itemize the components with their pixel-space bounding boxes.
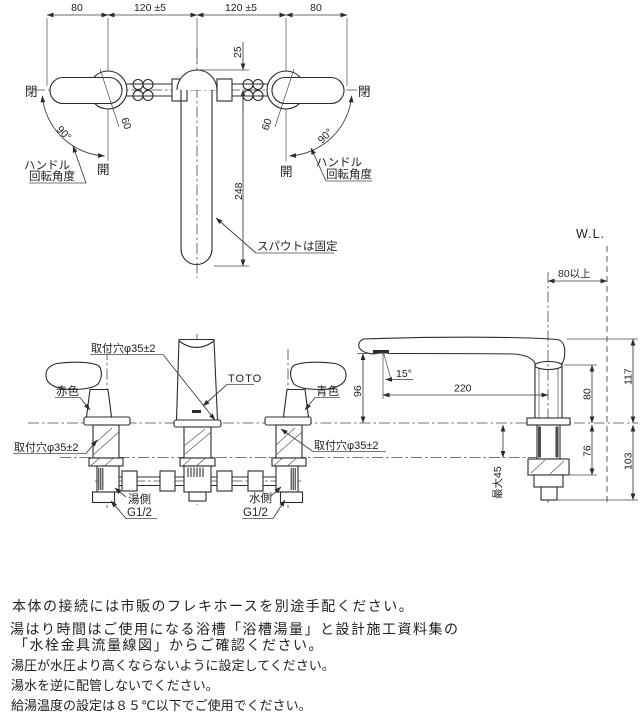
front-view: 取付穴φ35±2 TOTO 赤色 青色 取付穴φ35±2 取付穴φ35±2 [13,334,638,519]
hot-supply-label: 湯側 [128,493,151,506]
note-line-5: 湯水を逆に配管しないでください。 [11,678,219,693]
note-line-3: 「水栓金具流量線図」からご確認ください。 [14,637,324,653]
reach-dim: 220 [382,353,549,399]
note-line-2: 湯はり時間はご使用になる浴槽「浴槽湯量」と設計施工資料集の [10,621,460,637]
under-76-dim [570,424,597,476]
open-label-left: 開 [97,163,110,177]
mount-hole-note-right: 取付穴φ35±2 [280,428,386,452]
spout-fixed-note: スパウトは固定 [215,217,338,254]
dim-248: 248 [233,182,245,200]
left-rotation-arc [40,95,105,158]
toto-logo-mark [192,410,201,413]
right-handle-top [266,68,345,128]
under-103-dim [558,424,638,501]
brand-note: TOTO [202,373,262,407]
mount-hole-note-left: 取付穴φ35±2 [13,439,98,454]
spout-side-profile [358,336,571,501]
right-rotation-arc [289,95,354,158]
hot-color-label: 赤色 [56,384,79,398]
angle-90-left: 90° [54,124,74,144]
dim-248-group [214,90,249,267]
spout-fixed-label: スパウトは固定 [257,239,338,253]
note-line-6: 給湯温度の設定は８５℃以下でご使用でください。 [11,698,312,713]
closed-label-left: 閉 [25,85,38,99]
dim-25: 25 [232,46,244,58]
spout-top [176,69,218,265]
dim-80min: 80以上 [558,268,591,280]
rotation-note-right: ハンドル 回転角度 [310,147,372,182]
rotation-note-right-line1: ハンドル [316,157,362,169]
dim-max45: 最大45 [491,466,504,499]
brand-label: TOTO [228,373,262,385]
cold-handle-front [264,361,347,504]
note-line-1: 本体の接続には市販のフレキホースを別途手配ください。 [12,598,414,614]
hot-color-note: 赤色 [55,384,91,411]
dim-76: 76 [582,445,594,457]
cold-supply-note: 水側 G1/2 [242,486,286,519]
water-level-label: W.L. [576,227,605,241]
dim-15deg: 15° [396,368,412,380]
hot-thread-label: G1/2 [127,507,152,519]
dim-60-right: 60 [260,117,275,132]
supply-hoses [118,470,277,492]
cold-supply-label: 水側 [249,492,272,505]
cold-color-label: 青色 [316,384,339,398]
dim-60-left: 60 [118,116,133,131]
dim-80-right: 80 [310,2,322,14]
rotation-note-left: ハンドル 回転角度 [24,145,87,184]
dim-96: 96 [352,385,364,397]
closed-label-right: 閉 [358,85,371,99]
mount-hole-label-left: 取付穴φ35±2 [14,440,79,454]
cold-color-note: 青色 [304,384,340,411]
mount-hole-label-right: 取付穴φ35±2 [314,438,379,452]
mount-hole-note-top: 取付穴φ35±2 [90,341,216,421]
side-view: W.L. 80以上 [352,227,638,505]
clearance-dim: 80以上 [547,268,608,284]
hot-supply-note: 湯側 G1/2 [110,487,157,519]
dim-117: 117 [623,368,635,385]
dim-103: 103 [623,452,635,470]
dim-80-left: 80 [71,2,83,14]
spout-angle-note: 15° [382,350,413,382]
height-117-dim [567,338,638,424]
height-80-dim [564,364,597,424]
rotation-note-right-line2: 回転角度 [326,167,372,181]
top-view: 80 120 ±5 120 ±5 80 [24,2,372,278]
dim-120-left: 120 ±5 [134,2,166,14]
spout-front [173,338,222,502]
angle-90-right: 90° [316,126,336,146]
aerator [373,350,389,354]
height-96-dim [357,353,379,424]
rotation-note-left-line1: ハンドル [24,160,70,172]
left-handle-top [49,68,128,128]
mount-hole-label-top: 取付穴φ35±2 [91,341,156,355]
dim-220: 220 [454,383,472,395]
dim-80-base: 80 [582,388,594,400]
hot-handle-front [45,361,131,504]
dim-120-right: 120 ±5 [225,2,257,14]
notes: 本体の接続には市販のフレキホースを別途手配ください。 湯はり時間はご使用になる浴… [10,598,460,713]
cold-thread-label: G1/2 [243,507,268,519]
rotation-note-left-line2: 回転角度 [29,169,75,183]
note-line-4: 湯圧が水圧より高くならないように設定してください。 [11,658,335,673]
open-label-right: 開 [280,165,293,179]
right-pipe [216,78,268,102]
